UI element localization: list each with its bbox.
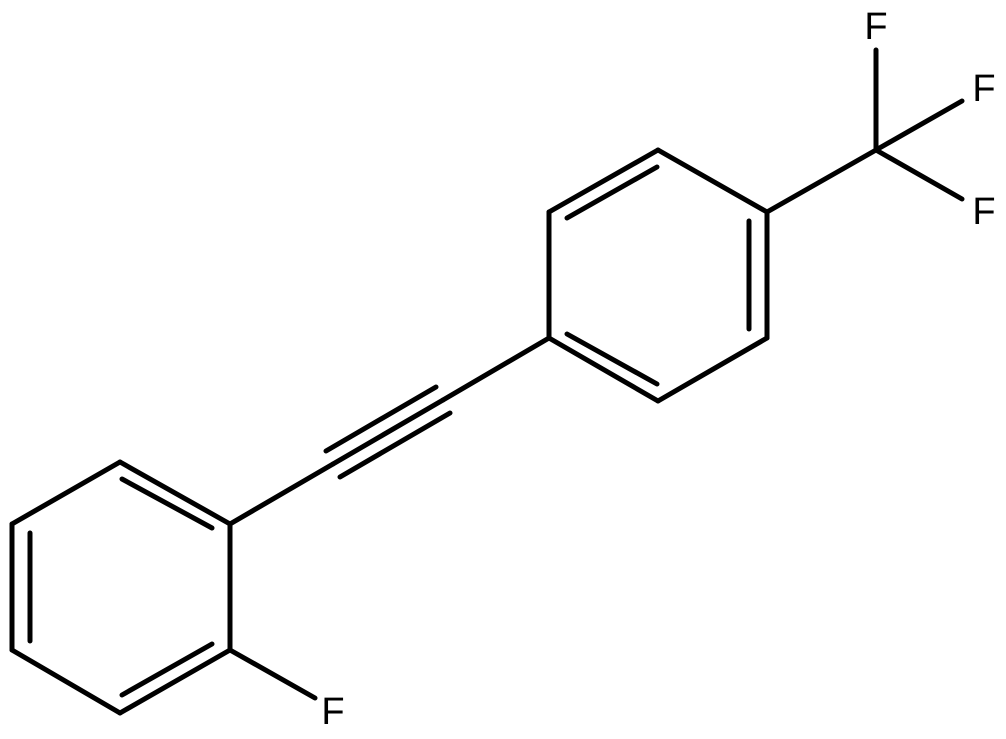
ring2-double-inner-1 xyxy=(564,331,660,387)
ortho-cf-bond xyxy=(227,647,318,701)
ring2-double-inner-3 xyxy=(564,164,660,221)
triple-bond-center xyxy=(330,397,446,467)
triple-bond-lower xyxy=(337,410,453,480)
triple-bond-upper xyxy=(323,384,439,454)
fluorine-ortho-label: F xyxy=(321,691,344,733)
aryl-to-alkyne-bond-left xyxy=(227,461,336,527)
ring-to-cf3-bond xyxy=(764,147,879,215)
cf3-bond-lower xyxy=(873,147,965,202)
ring2-bond-c1-c2 xyxy=(546,335,661,404)
ring1-double-inner-1 xyxy=(119,476,215,531)
ring1-double-inner-3 xyxy=(119,641,215,698)
ring2-bond-c4-c5 xyxy=(655,147,770,215)
fluorophenyl-ring xyxy=(9,459,233,716)
fluorine-cf3-right-label: F xyxy=(972,68,995,110)
fluorine-cf3-lower-label: F xyxy=(972,191,995,233)
fluorine-cf3-top-label: F xyxy=(864,6,887,48)
trifluoromethylphenyl-ring xyxy=(546,147,770,404)
ring2-bond-c2-c3 xyxy=(655,335,770,404)
alkyne-linker xyxy=(227,335,552,527)
aryl-to-alkyne-bond-right xyxy=(440,335,552,403)
cf3-bond-right xyxy=(873,98,965,153)
ring1-bond-c1-c2 xyxy=(117,459,233,527)
ring1-bond-c2-c3 xyxy=(9,459,123,527)
cf3-group-bonds xyxy=(764,47,965,215)
ring1-bond-c5-c6 xyxy=(117,647,233,716)
ring1-bond-c4-c5 xyxy=(9,647,123,716)
ring2-bond-c5-c6 xyxy=(546,147,661,215)
